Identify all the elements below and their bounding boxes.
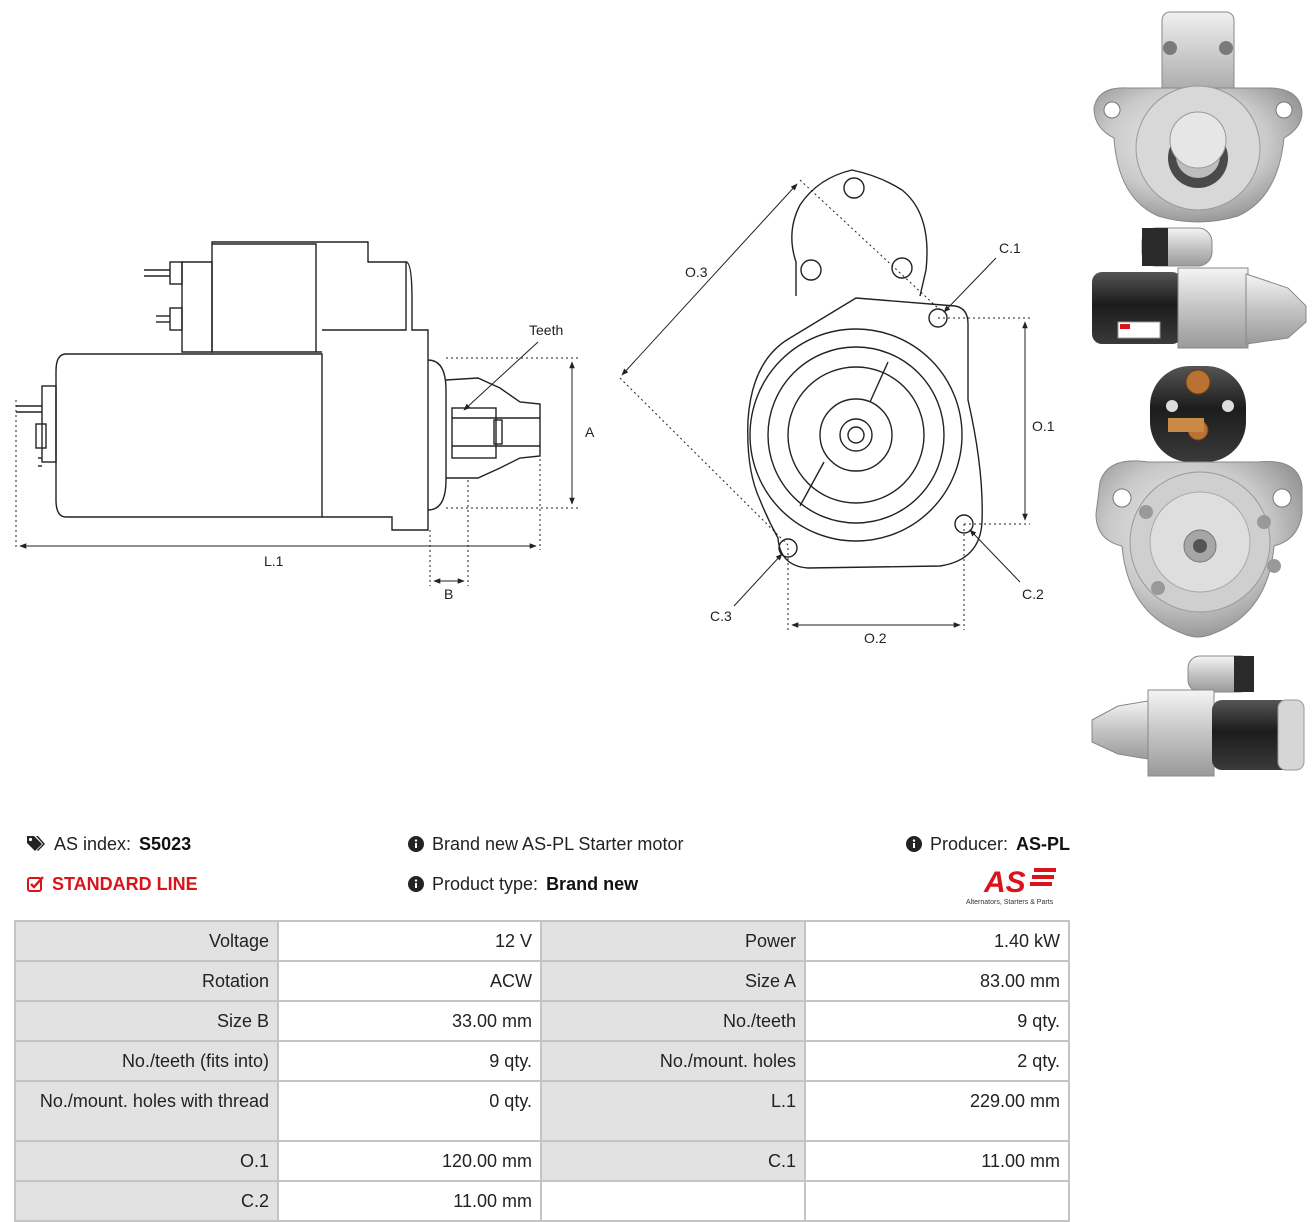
label-o3: O.3 — [685, 264, 708, 280]
side-view-drawing — [16, 241, 541, 531]
table-row: Rotation ACW Size A 83.00 mm — [14, 960, 1070, 1002]
front-view-dimensions — [619, 179, 1030, 630]
spec-key: No./mount. holes with thread — [14, 1080, 279, 1142]
table-row: No./teeth (fits into) 9 qty. No./mount. … — [14, 1040, 1070, 1082]
product-photo-top[interactable] — [1088, 650, 1310, 780]
spec-key: No./teeth (fits into) — [14, 1040, 279, 1082]
spec-key: Power — [540, 920, 806, 962]
info-circle-icon — [408, 836, 424, 852]
spec-key: C.1 — [540, 1140, 806, 1182]
spec-value: 11.00 mm — [804, 1140, 1070, 1182]
label-o2: O.2 — [864, 630, 887, 646]
label-c1: C.1 — [999, 240, 1021, 256]
product-description-text: Brand new AS-PL Starter motor — [432, 834, 684, 854]
spec-key: O.1 — [14, 1140, 279, 1182]
spec-key: C.2 — [14, 1180, 279, 1222]
technical-drawings: Teeth A L.1 B O.3 C.1 O.1 — [15, 169, 1055, 646]
tags-icon — [27, 836, 45, 851]
spec-value: 1.40 kW — [804, 920, 1070, 962]
spec-value: 11.00 mm — [277, 1180, 542, 1222]
spec-value: 9 qty. — [277, 1040, 542, 1082]
spec-key: No./teeth — [540, 1000, 806, 1042]
label-c3: C.3 — [710, 608, 732, 624]
spec-key: Rotation — [14, 960, 279, 1002]
logo-mark: AS — [983, 866, 1026, 899]
producer: Producer: AS-PL — [906, 833, 1070, 855]
spec-value: 0 qty. — [277, 1080, 542, 1142]
spec-table: Voltage 12 V Power 1.40 kW Rotation ACW … — [14, 920, 1070, 1222]
label-o1: O.1 — [1032, 418, 1055, 434]
product-type-label: Product type: — [432, 874, 539, 894]
check-square-icon — [27, 876, 44, 892]
as-pl-logo: AS Alternators, Starters & Parts — [966, 866, 1056, 906]
spec-value — [804, 1180, 1070, 1222]
spec-key — [540, 1180, 806, 1222]
spec-value: 2 qty. — [804, 1040, 1070, 1082]
spec-value: 12 V — [277, 920, 542, 962]
product-line-text: STANDARD LINE — [52, 874, 198, 894]
spec-key: No./mount. holes — [540, 1040, 806, 1082]
product-photo-side[interactable] — [1088, 226, 1310, 354]
product-type-value: Brand new — [546, 874, 639, 894]
spec-key: Voltage — [14, 920, 279, 962]
spec-value: 120.00 mm — [277, 1140, 542, 1182]
info-circle-icon — [906, 836, 922, 852]
producer-label: Producer: — [930, 834, 1009, 854]
spec-value: 229.00 mm — [804, 1080, 1070, 1142]
spec-value: 9 qty. — [804, 1000, 1070, 1042]
product-photo-front[interactable] — [1088, 8, 1310, 230]
spec-value: 33.00 mm — [277, 1000, 542, 1042]
spec-key: Size B — [14, 1000, 279, 1042]
product-type: Product type: Brand new — [408, 873, 638, 895]
table-row: No./mount. holes with thread 0 qty. L.1 … — [14, 1080, 1070, 1142]
as-index-label: AS index: — [54, 834, 132, 854]
as-index: AS index: S5023 — [26, 833, 191, 855]
spec-value: ACW — [277, 960, 542, 1002]
product-line: STANDARD LINE — [26, 873, 198, 895]
product-photo-rear[interactable] — [1088, 362, 1310, 644]
table-row: Size B 33.00 mm No./teeth 9 qty. — [14, 1000, 1070, 1042]
table-row: O.1 120.00 mm C.1 11.00 mm — [14, 1140, 1070, 1182]
spec-key: Size A — [540, 960, 806, 1002]
label-l1: L.1 — [264, 553, 284, 569]
spec-value: 83.00 mm — [804, 960, 1070, 1002]
table-row: Voltage 12 V Power 1.40 kW — [14, 920, 1070, 962]
spec-key: L.1 — [540, 1080, 806, 1142]
side-view-dimensions — [15, 341, 578, 586]
as-index-value: S5023 — [139, 834, 192, 854]
logo-tagline: Alternators, Starters & Parts — [966, 899, 1054, 906]
label-teeth: Teeth — [529, 322, 563, 338]
table-row: C.2 11.00 mm — [14, 1180, 1070, 1222]
label-c2: C.2 — [1022, 586, 1044, 602]
producer-value: AS-PL — [1016, 834, 1071, 854]
product-description: Brand new AS-PL Starter motor — [408, 833, 683, 855]
front-view-drawing — [747, 169, 983, 569]
label-a: A — [585, 424, 595, 440]
label-b: B — [444, 586, 453, 602]
info-circle-icon — [408, 876, 424, 892]
